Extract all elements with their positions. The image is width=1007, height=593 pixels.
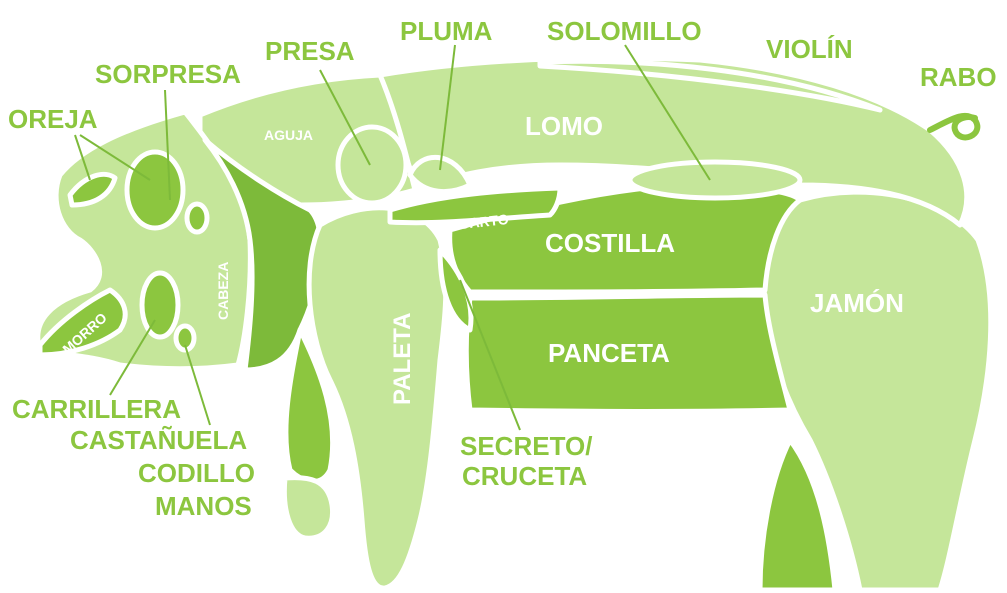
label-secreto-line1: SECRETO/ [460, 431, 592, 461]
label-manos: MANOS [155, 491, 252, 521]
label-cabeza: CABEZA [215, 262, 231, 320]
label-jamon: JAMÓN [810, 288, 904, 318]
label-pluma: PLUMA [400, 16, 493, 46]
label-lomo: LOMO [525, 111, 603, 141]
region-sorpresa [127, 152, 183, 228]
label-sorpresa: SORPRESA [95, 59, 241, 89]
label-solomillo: SOLOMILLO [547, 16, 702, 46]
label-castanuela: CASTAÑUELA [70, 425, 247, 455]
label-oreja: OREJA [8, 104, 98, 134]
region-sorpresa-small [187, 204, 207, 232]
label-carrillera: CARRILLERA [12, 394, 181, 424]
label-panceta: PANCETA [548, 338, 670, 368]
label-secreto-line2: CRUCETA [462, 461, 587, 491]
region-paleta [309, 208, 446, 588]
label-paleta: PALETA [389, 313, 416, 405]
label-violin: VIOLÍN [766, 34, 853, 64]
region-solomillo [630, 162, 800, 198]
label-presa: PRESA [265, 36, 355, 66]
region-presa [338, 127, 406, 203]
label-aguja: AGUJA [264, 127, 313, 143]
region-carrillera [142, 273, 178, 337]
label-rabo: RABO [920, 62, 997, 92]
label-codillo: CODILLO [138, 458, 255, 488]
region-manos [284, 478, 332, 539]
label-costilla: COSTILLA [545, 228, 675, 258]
